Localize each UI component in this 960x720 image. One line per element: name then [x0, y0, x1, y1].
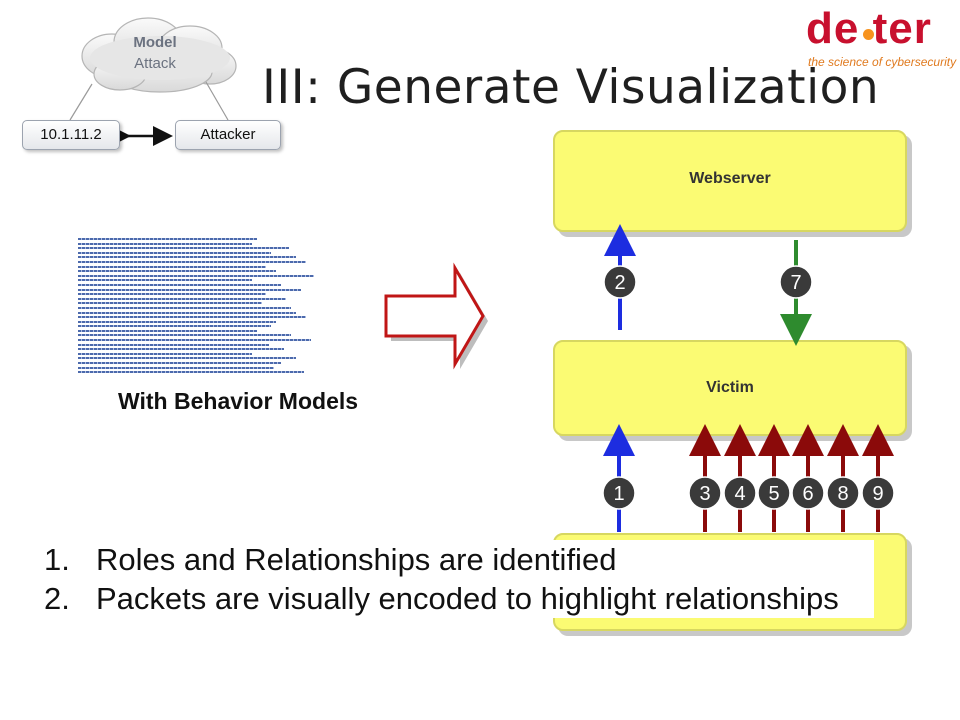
- log-line: [78, 316, 307, 319]
- logo-tagline: the science of cybersecurity: [808, 55, 957, 69]
- packet-badge-1: 1: [602, 476, 636, 510]
- log-line: [78, 283, 282, 286]
- log-line: [78, 288, 302, 291]
- log-line: [78, 274, 314, 277]
- log-line: [78, 238, 257, 240]
- log-line: [78, 302, 262, 305]
- svg-text:3: 3: [699, 483, 710, 505]
- packet-badge-3: 3: [688, 476, 722, 510]
- log-line: [78, 297, 287, 300]
- log-line: [78, 352, 252, 355]
- svg-text:7: 7: [790, 272, 801, 294]
- log-line: [78, 260, 307, 263]
- packet-badge-9: 9: [861, 476, 895, 510]
- behavior-models-caption: With Behavior Models: [118, 388, 359, 414]
- log-line: [78, 242, 252, 245]
- logo-wordmark: de ter: [806, 4, 932, 53]
- packet-badge-2: 2: [603, 265, 637, 299]
- log-line: [78, 366, 274, 369]
- log-line: [78, 343, 269, 346]
- svg-text:9: 9: [872, 483, 883, 505]
- webserver-label: Webserver: [689, 170, 771, 187]
- webserver-box: Webserver: [553, 130, 907, 232]
- log-line: [78, 256, 297, 259]
- ip-address-node: 10.1.11.2: [22, 120, 120, 150]
- log-line: [78, 348, 284, 351]
- log-line: [78, 270, 277, 273]
- victim-label: Victim: [706, 379, 754, 396]
- cloud-label-model: Model: [133, 34, 177, 51]
- packet-badge-7: 7: [779, 265, 813, 299]
- svg-text:2: 2: [614, 272, 625, 294]
- packet-badge-4: 4: [723, 476, 757, 510]
- list-item-text: Packets are visually encoded to highligh…: [96, 581, 839, 616]
- svg-text:1: 1: [613, 483, 624, 505]
- log-line: [78, 251, 272, 254]
- svg-text:8: 8: [837, 483, 848, 505]
- packet-badge-8: 8: [826, 476, 860, 510]
- list-item: 2. Packets are visually encoded to highli…: [44, 579, 874, 618]
- list-item: 1. Roles and Relationships are identified: [44, 540, 874, 579]
- log-line: [78, 279, 252, 282]
- svg-text:4: 4: [734, 483, 745, 505]
- cloud-icon: [81, 17, 237, 93]
- log-line: [78, 362, 282, 365]
- slide-title: III: Generate Visualization: [262, 60, 880, 115]
- packet-log-thumbnail: [78, 238, 326, 378]
- victim-box: Victim: [553, 340, 907, 436]
- list-item-number: 2.: [44, 581, 70, 616]
- log-line: [78, 325, 272, 328]
- list-item-text: Roles and Relationships are identified: [96, 542, 617, 577]
- logo-dot-icon: [863, 29, 874, 40]
- log-line: [78, 329, 257, 332]
- packet-badge-6: 6: [791, 476, 825, 510]
- packet-badge-5: 5: [757, 476, 791, 510]
- key-points-list: 1. Roles and Relationships are identified…: [44, 540, 874, 618]
- log-line: [78, 334, 292, 337]
- log-line: [78, 311, 297, 314]
- cloud-label-attack: Attack: [134, 55, 176, 72]
- log-line: [78, 306, 292, 309]
- log-line: [78, 265, 267, 268]
- log-line: [78, 293, 267, 296]
- attacker-node: Attacker: [175, 120, 281, 150]
- log-line: [78, 371, 304, 374]
- log-line: [78, 357, 297, 360]
- log-line: [78, 320, 277, 323]
- log-line: [78, 247, 289, 250]
- log-line: [78, 339, 312, 342]
- svg-text:6: 6: [802, 483, 813, 505]
- list-item-number: 1.: [44, 542, 70, 577]
- attack-model-cloud: Model Attack: [60, 8, 250, 108]
- svg-text:5: 5: [768, 483, 779, 505]
